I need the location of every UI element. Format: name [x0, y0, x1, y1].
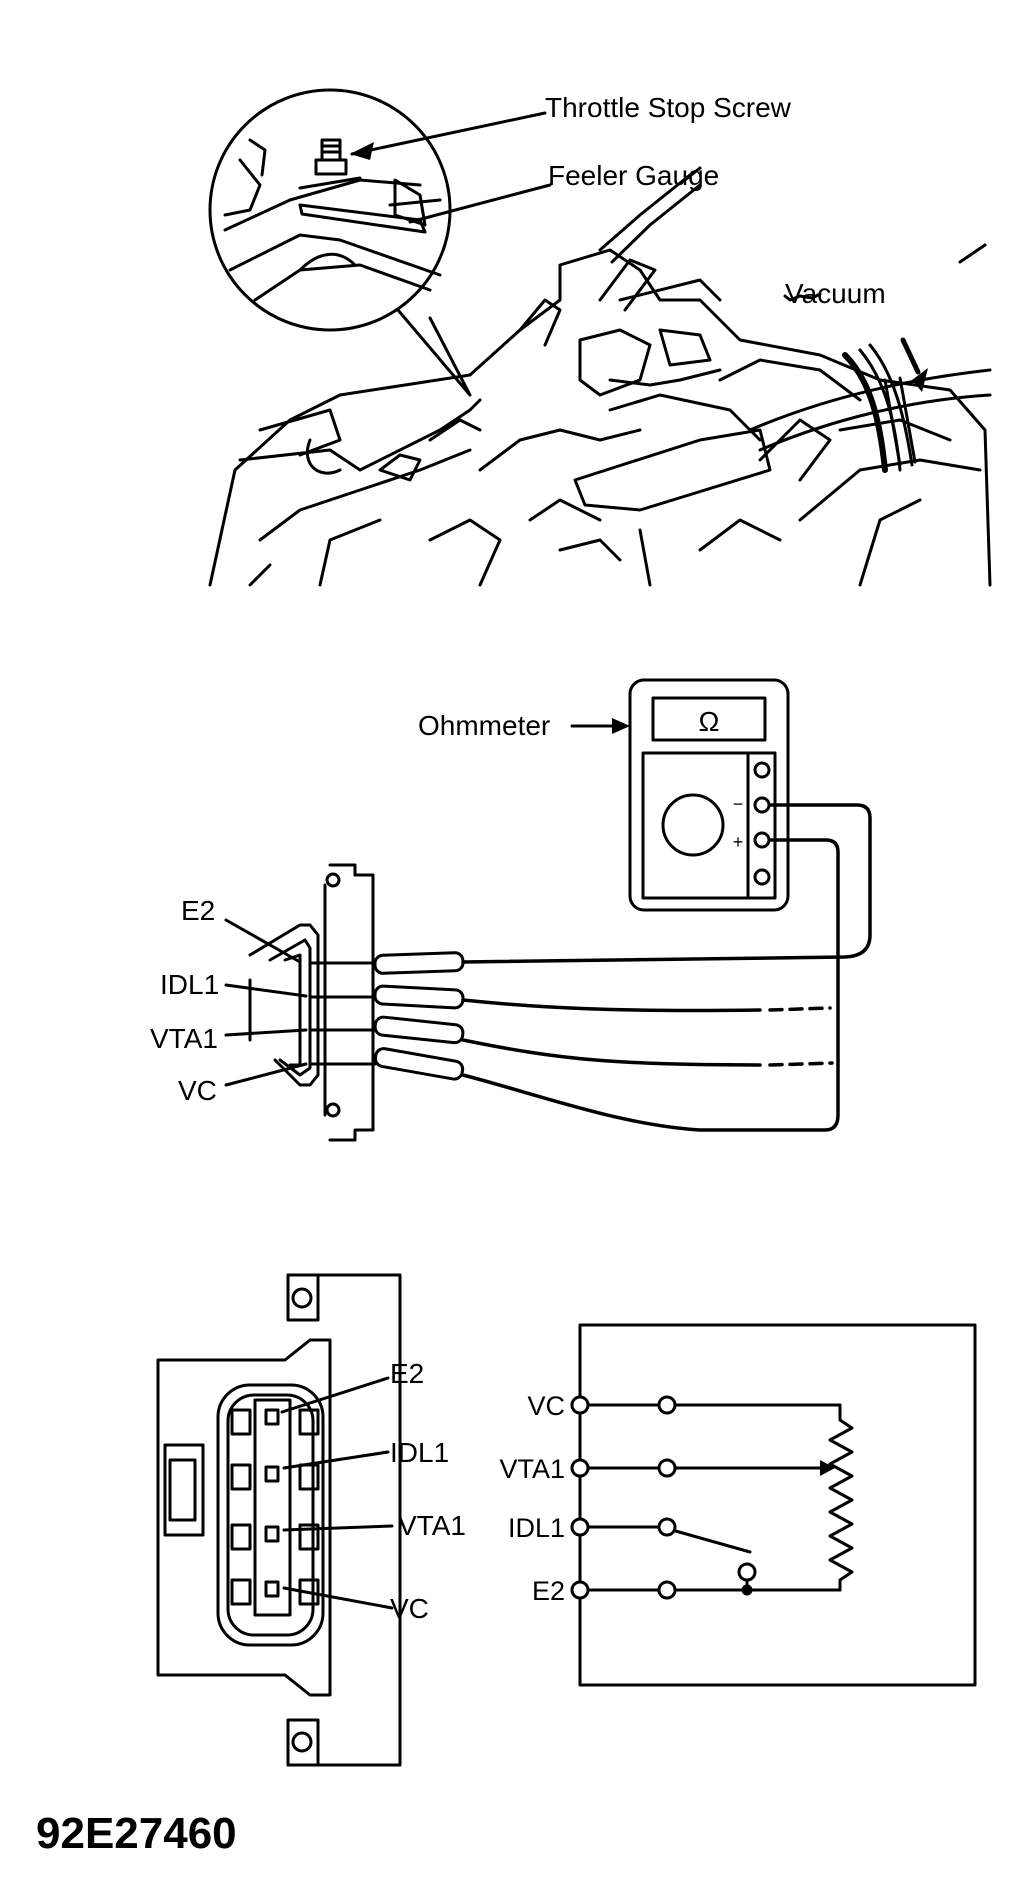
schematic-label-e2: E2: [532, 1576, 565, 1606]
ohmmeter: [628, 678, 790, 912]
terminal-label-vta1: VTA1: [150, 1023, 218, 1054]
throttle-position-sensor: [248, 863, 375, 1142]
terminal-label-e2: E2: [181, 895, 215, 926]
ohmmeter-jack-plus[interactable]: [753, 831, 771, 849]
ohm-display-symbol: Ω: [699, 706, 720, 737]
lead-vc-to-plus: [461, 838, 840, 1132]
ohmmeter-label: Ohmmeter: [418, 710, 550, 741]
connector-label-vta1: VTA1: [398, 1510, 466, 1541]
feeler-gauge-leader: [408, 183, 552, 224]
connector-face: [156, 1273, 402, 1767]
connector-label-vc: VC: [390, 1593, 429, 1624]
probes: [308, 951, 465, 1081]
lead-vta1: [461, 1038, 762, 1067]
minus-terminal-mark: −: [733, 794, 744, 814]
connector-label-e2: E2: [390, 1358, 424, 1389]
ohmmeter-jack-minus[interactable]: [753, 796, 771, 814]
connector-label-idl1: IDL1: [390, 1437, 449, 1468]
lead-idl1-dashed: [768, 1006, 832, 1012]
schematic-label-idl1: IDL1: [508, 1513, 565, 1543]
vacuum-arrow: [842, 337, 928, 473]
figure-code: 92E27460: [36, 1809, 237, 1858]
ohmmeter-jack-1[interactable]: [753, 761, 771, 779]
ohmmeter-jack-4[interactable]: [753, 868, 771, 886]
terminal-label-vc: VC: [178, 1075, 217, 1106]
plus-terminal-mark: +: [733, 832, 744, 852]
sensor-schematic: [570, 1323, 977, 1687]
schematic-label-vc: VC: [527, 1391, 565, 1421]
vacuum-leader: [783, 292, 822, 302]
vacuum-label: Vacuum: [785, 278, 886, 309]
lead-e2-to-minus: [461, 803, 872, 964]
test-leads: [461, 803, 872, 1132]
terminal-label-idl1: IDL1: [160, 969, 219, 1000]
throttle-stop-screw-leader: [350, 111, 547, 156]
throttle-stop-screw-label: Throttle Stop Screw: [545, 92, 792, 123]
feeler-gauge-label: Feeler Gauge: [548, 160, 719, 191]
throttle-body-illustration: [208, 166, 992, 587]
schematic-label-vta1: VTA1: [499, 1454, 565, 1484]
lead-idl1: [461, 998, 762, 1013]
lead-vta1-dashed: [768, 1061, 834, 1067]
